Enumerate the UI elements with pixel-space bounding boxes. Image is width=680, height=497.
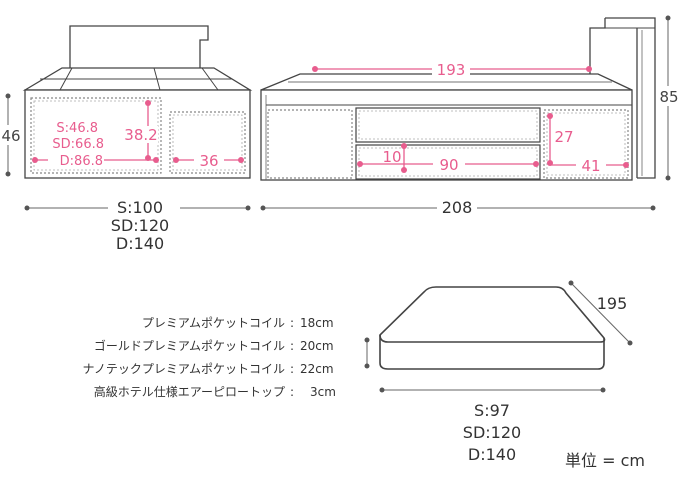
dim-dot: [379, 387, 385, 393]
spec-sep: :: [290, 316, 294, 330]
drawer-depth-d: D:86.8: [60, 154, 103, 169]
dim-dot: [547, 113, 553, 119]
label-bg: [433, 156, 465, 172]
drawer-height-label: 38.2: [124, 126, 157, 144]
dim-dot: [24, 205, 30, 211]
mattress-drawing: 195 S:97 SD:120 D:140: [364, 280, 633, 464]
mattress-spec-list: プレミアムポケットコイル : 18cm ゴールドプレミアムポケットコイル : 2…: [82, 316, 335, 399]
spec-sep: :: [290, 362, 294, 376]
dim-dot: [568, 280, 574, 286]
label-bg: [48, 152, 104, 168]
dim-dot: [364, 337, 370, 343]
dim-dot: [627, 340, 633, 346]
front-view: 46 S:46.8 SD:66.8 D:86.8 38.2 36 S:100 S…: [0, 25, 253, 253]
mattress-width-s: S:97: [474, 401, 510, 420]
mattress-width-d: D:140: [468, 445, 516, 464]
mattress-length-label: 195: [597, 294, 628, 313]
drawer-top-height-label: 10: [382, 148, 401, 166]
small-drawer: [169, 111, 246, 174]
spec-sep: :: [290, 339, 294, 353]
dim-dot: [312, 66, 318, 72]
width-label-s: S:100: [117, 198, 163, 217]
dim-dot: [238, 157, 244, 163]
side-drawer-top-inner: [358, 110, 538, 140]
dim-dot: [245, 205, 251, 211]
dim-dot: [145, 100, 151, 106]
side-headboard-edge: [589, 18, 606, 90]
unit-label: 単位 = cm: [565, 451, 645, 470]
small-drawer-width-label: 36: [199, 152, 218, 170]
dim-dot: [357, 161, 363, 167]
dim-dot: [665, 15, 671, 21]
side-view: 193 10 90 27 41 85 208: [260, 15, 680, 218]
mattress-width-sd: SD:120: [463, 423, 521, 442]
label-bg: [658, 86, 680, 106]
large-drawer-inner: [33, 100, 159, 171]
dim-dot: [586, 66, 592, 72]
width-label-d: D:140: [116, 234, 164, 253]
dim-dot: [650, 205, 656, 211]
dim-dot: [260, 205, 266, 211]
dim-dot: [401, 167, 407, 173]
side-drawer-left: [267, 109, 353, 179]
small-drawer-height-label: 27: [554, 128, 573, 146]
dim-dot: [153, 157, 159, 163]
spec-value: 18cm: [300, 316, 334, 330]
side-drawer-bottom: [355, 144, 541, 180]
label-bg: [194, 152, 224, 168]
spec-name: プレミアムポケットコイル: [142, 316, 285, 330]
label-bg: [552, 128, 576, 145]
label-bg: [124, 126, 158, 143]
dim-dot: [665, 175, 671, 181]
spec-name: ナノテックプレミアムポケットコイル: [82, 362, 285, 376]
spec-value: 3cm: [310, 385, 336, 399]
mattress-side: [379, 335, 605, 370]
spec-sep: :: [290, 385, 294, 399]
total-length-label: 208: [442, 198, 473, 217]
dim-dot: [600, 387, 606, 393]
label-bg: [576, 157, 606, 173]
dim-dot: [145, 155, 151, 161]
total-height-label: 85: [659, 88, 678, 106]
mattress-length-line: [570, 282, 631, 344]
drawer-depth-s: S:46.8: [56, 121, 98, 136]
headboard: [69, 25, 209, 78]
label-bg: [0, 125, 22, 145]
dim-dot: [533, 161, 539, 167]
spec-name: 高級ホテル仕様エアーピロートップ: [94, 384, 285, 399]
small-drawer-width-label: 41: [581, 157, 600, 175]
label-bg: [108, 196, 180, 218]
large-drawer: [30, 97, 162, 174]
dim-dot: [32, 157, 38, 163]
drawer-width-label: 90: [439, 156, 458, 174]
dim-dot: [5, 93, 11, 99]
height-label: 46: [1, 127, 20, 145]
spec-value: 22cm: [300, 362, 334, 376]
label-bg: [437, 198, 477, 218]
side-drawer-top: [355, 107, 541, 143]
dim-dot: [623, 162, 629, 168]
side-drawer-right-inner: [546, 112, 626, 176]
small-drawer-inner: [172, 114, 243, 171]
mattress-top: [379, 286, 606, 343]
width-label-sd: SD:120: [111, 216, 169, 235]
dim-dot: [401, 143, 407, 149]
spec-value: 20cm: [300, 339, 334, 353]
side-drawer-right: [543, 109, 629, 179]
drawer-depth-sd: SD:66.8: [52, 137, 104, 152]
label-bg: [432, 60, 470, 78]
dim-dot: [5, 171, 11, 177]
inner-length-label: 193: [437, 61, 466, 79]
dim-dot: [364, 363, 370, 369]
spec-name: ゴールドプレミアムポケットコイル: [94, 338, 285, 353]
dim-dot: [173, 157, 179, 163]
